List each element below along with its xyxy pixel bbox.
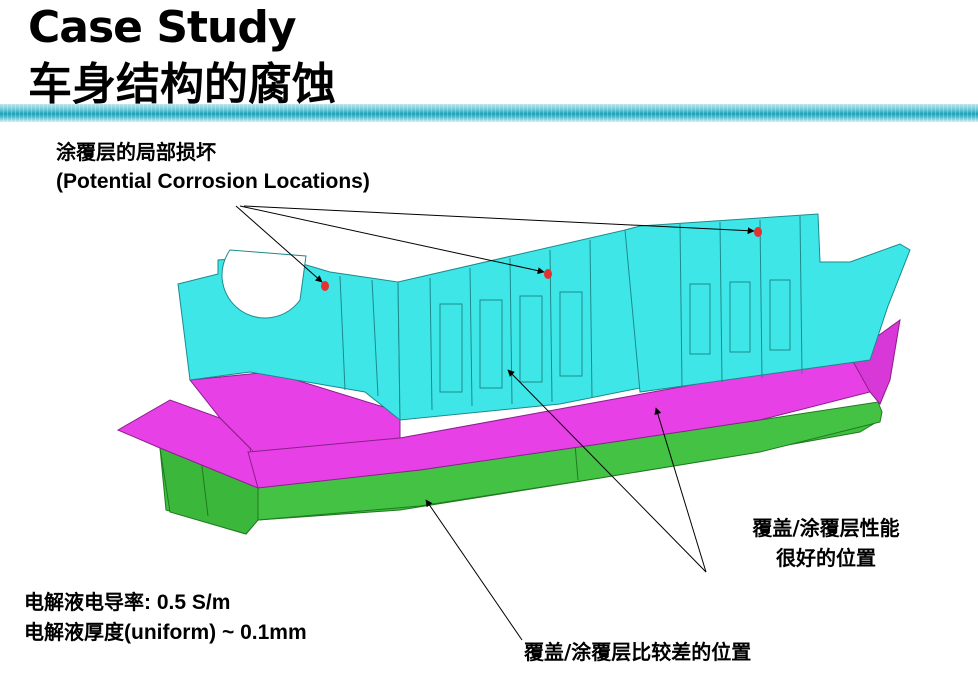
conductivity-label: 电解液电导率 bbox=[24, 590, 144, 614]
good-coating-label-line1: 覆盖/涂覆层性能 bbox=[752, 516, 900, 540]
damage-pointer-arrows bbox=[235, 205, 755, 283]
good-coating-arrows bbox=[507, 369, 707, 573]
thickness-value: (uniform) ~ 0.1mm bbox=[124, 621, 307, 644]
poor-coating-arrow bbox=[425, 499, 523, 641]
cyan-upper-panels bbox=[177, 213, 911, 422]
coating-damage-label: 涂覆层的局部损坏 bbox=[56, 140, 216, 164]
header-divider-band bbox=[0, 104, 978, 122]
corrosion-spot bbox=[754, 227, 762, 237]
coating-damage-sublabel: (Potential Corrosion Locations) bbox=[56, 170, 370, 193]
electrolyte-thickness: 电解液厚度(uniform) ~ 0.1mm bbox=[24, 618, 307, 647]
page-title: Case Study bbox=[28, 2, 297, 53]
page-subtitle: 车身结构的腐蚀 bbox=[28, 59, 336, 110]
magenta-mid-panel bbox=[116, 318, 901, 489]
good-coating-label-line2: 很好的位置 bbox=[776, 546, 876, 570]
poor-coating-label: 覆盖/涂覆层比较差的位置 bbox=[524, 640, 752, 664]
electrolyte-conductivity: 电解液电导率: 0.5 S/m bbox=[24, 588, 230, 617]
thickness-label: 电解液厚度 bbox=[24, 620, 124, 644]
corrosion-spot bbox=[321, 281, 329, 291]
corrosion-spots bbox=[321, 227, 762, 291]
corrosion-spot bbox=[544, 269, 552, 279]
conductivity-value: : 0.5 S/m bbox=[144, 591, 231, 614]
